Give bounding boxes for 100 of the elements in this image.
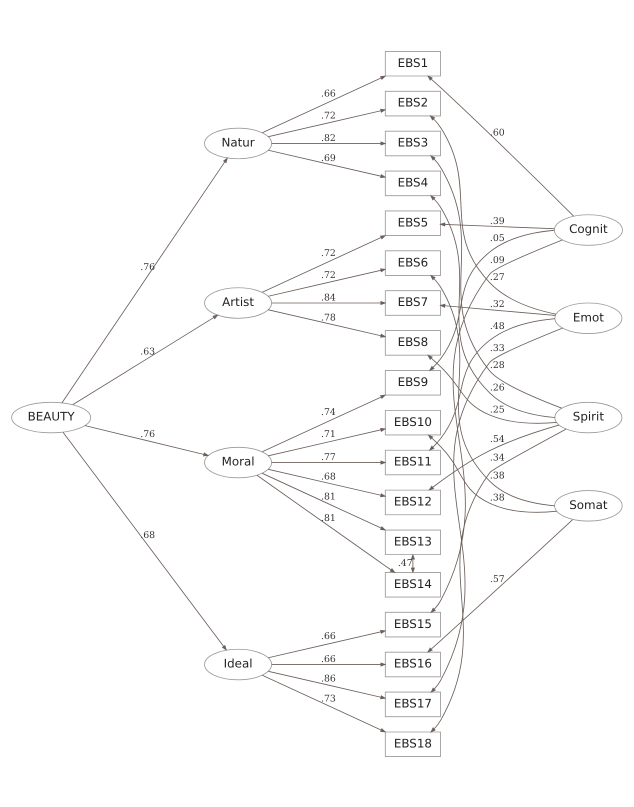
edge-label: .78 (321, 312, 336, 324)
arrow (430, 239, 563, 613)
arrow (428, 318, 556, 451)
edge-label: .38 (490, 492, 505, 504)
edge-label: .71 (321, 428, 336, 440)
arrow (271, 460, 386, 464)
arrow (268, 670, 386, 699)
arrow (410, 553, 415, 574)
arrow (428, 434, 558, 512)
node-box: EBS15 (384, 611, 441, 637)
arrow (84, 424, 210, 456)
arrow (430, 114, 556, 314)
node-box: EBS10 (384, 409, 441, 435)
edge-label: .48 (490, 320, 505, 332)
arrow (62, 156, 228, 403)
arrow (268, 149, 386, 178)
node-box: EBS14 (384, 572, 441, 597)
edge-label: .86 (321, 672, 336, 684)
edge-label: .66 (321, 88, 336, 100)
node-box: EBS17 (384, 691, 441, 717)
edge-label: .76 (140, 428, 156, 440)
arrow (62, 431, 228, 650)
edge-label: .28 (490, 360, 505, 371)
arrow (271, 140, 386, 146)
node-box: EBS5 (384, 210, 441, 236)
node-box: EBS1 (384, 50, 441, 76)
arrow (430, 154, 562, 408)
edge-label: .66 (321, 653, 336, 664)
node-ellipse: Cognit (554, 214, 623, 246)
node-ellipse: Spirit (554, 401, 622, 433)
node-box: EBS11 (384, 449, 441, 475)
edge-label: .73 (321, 693, 336, 704)
edge-label: .39 (490, 215, 505, 226)
edge-label: .60 (490, 127, 505, 138)
arrow (428, 424, 560, 490)
arrow (271, 300, 386, 305)
edge-label: .81 (321, 512, 336, 524)
edge-label: .05 (490, 232, 505, 244)
node-box: EBS3 (384, 130, 441, 156)
arrow (439, 303, 556, 316)
arrow (268, 629, 386, 658)
node-box: EBS18 (384, 731, 441, 757)
edge-label: .63 (140, 346, 156, 358)
edge-label: .72 (321, 248, 336, 259)
node-box: EBS8 (384, 330, 441, 356)
arrow (262, 394, 386, 452)
node-ellipse: Ideal (204, 648, 272, 680)
edge-label: .82 (321, 132, 336, 144)
edge-label: .26 (490, 382, 505, 393)
arrow (428, 229, 555, 371)
edge-label: .27 (490, 271, 505, 282)
node-ellipse: Natur (204, 127, 272, 159)
edge-label: .72 (321, 110, 336, 122)
arrow (430, 274, 555, 506)
arrow (430, 194, 556, 418)
edge-label: .74 (321, 406, 336, 418)
edge-label: .81 (321, 491, 336, 502)
node-box: EBS16 (384, 651, 441, 677)
edge-label: .32 (490, 298, 505, 310)
arrow (268, 427, 386, 456)
arrow (439, 222, 555, 229)
edge-label: .68 (321, 470, 336, 482)
node-box: EBS7 (384, 290, 441, 316)
arrow (268, 468, 386, 497)
edge-label: .84 (321, 292, 336, 303)
node-box: EBS13 (384, 529, 441, 555)
arrow (268, 308, 386, 338)
edge-label: .54 (490, 434, 505, 445)
arrow (72, 314, 219, 405)
edge-label: .69 (321, 152, 336, 164)
arrow (268, 108, 386, 137)
edge-label: .76 (140, 261, 156, 272)
node-ellipse: BEAUTY (11, 401, 92, 433)
node-box: EBS12 (384, 489, 441, 515)
arrow (426, 518, 573, 652)
node-ellipse: Somat (554, 490, 623, 522)
node-box: EBS6 (384, 250, 441, 276)
node-ellipse: Emot (554, 302, 622, 334)
arrow (262, 674, 386, 732)
arrow (430, 327, 563, 692)
arrow (262, 234, 386, 292)
edge-label: .25 (490, 404, 505, 415)
edge-label: .68 (140, 529, 156, 540)
node-box: EBS4 (384, 170, 441, 196)
edge-label: .38 (490, 470, 505, 482)
arrow (430, 428, 566, 732)
edge-label: .72 (321, 270, 336, 281)
node-box: EBS9 (384, 370, 441, 396)
edge-label: .77 (321, 451, 336, 462)
arrow (256, 474, 396, 573)
edge-label: .34 (490, 452, 505, 464)
edge-label: .57 (490, 574, 505, 585)
arrow (427, 74, 574, 216)
edge-label: .66 (321, 630, 336, 642)
arrow (268, 268, 386, 296)
node-box: EBS2 (384, 90, 441, 116)
edge-label: .47 (398, 557, 413, 568)
arrow (427, 354, 557, 424)
arrow (262, 75, 386, 133)
edge-label: .09 (490, 254, 505, 266)
